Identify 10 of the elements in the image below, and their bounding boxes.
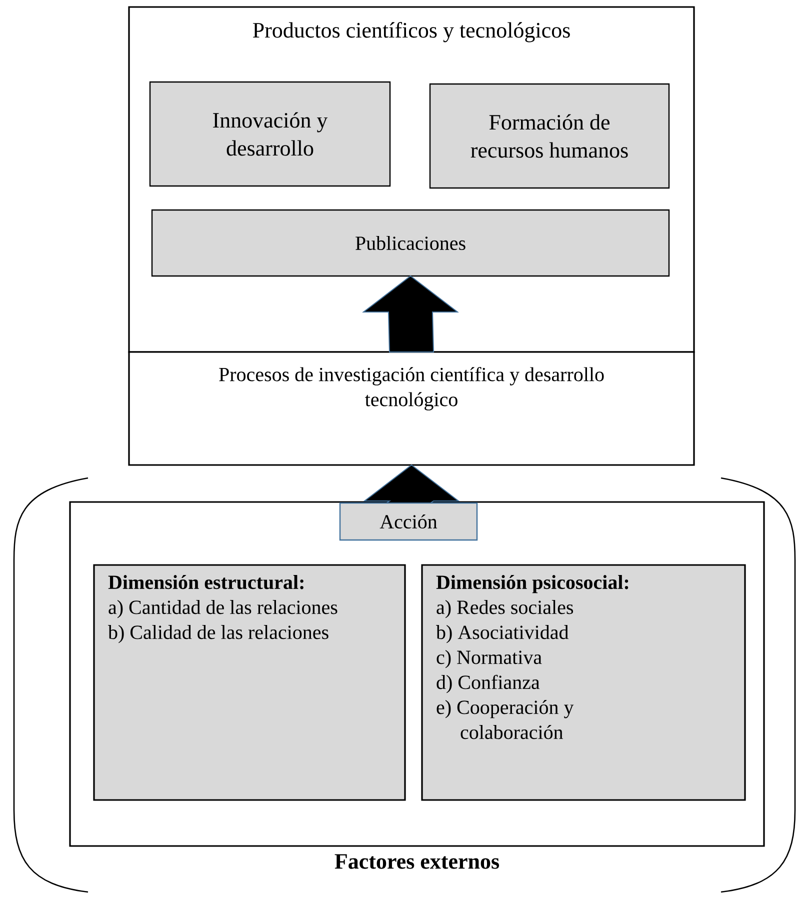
heading: Factores externos [334,854,500,869]
dimension-box: Dimensión estructural: a) Cantidad de las relaciones b) Calidad de las relaciones [93,564,406,801]
dimension-box: Dimensión psicosocial: a) Redes sociales b) Asociatividad c) Normativa d) Confianza e) Cooperación y colaboración [421,564,746,801]
block-arrow [363,464,460,504]
process-box: Innovación y desarrollo [149,81,391,187]
action-box: Acción [339,502,478,541]
process-box: Formación de recursos humanos [429,83,670,189]
process-box: Publicaciones [151,209,670,277]
process-box: Procesos de investigación científica y desarrollo tecnológico [128,351,695,466]
block-arrow [362,275,459,352]
